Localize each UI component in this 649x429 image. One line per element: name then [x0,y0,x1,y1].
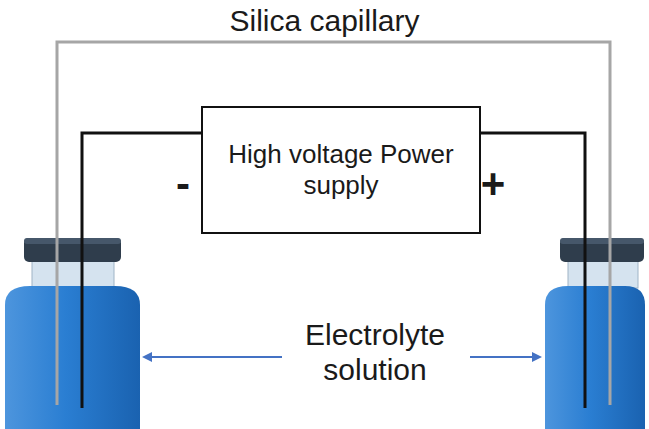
anode-wire [470,133,585,408]
box-text: High voltage Power supply [216,139,466,201]
right-vial [545,238,645,429]
pointer-arrow [470,356,540,358]
left-vial [5,238,140,429]
polarity-sign: - [168,160,198,208]
capillary-tube [57,42,610,405]
part-label: Silica capillary [0,4,649,39]
part-label: Electrolyte solution [275,318,475,387]
power-supply-box: High voltage Power supply [201,106,481,234]
pointer-arrow [144,356,282,358]
polarity-sign: + [478,160,508,208]
cathode-wire [82,133,212,408]
